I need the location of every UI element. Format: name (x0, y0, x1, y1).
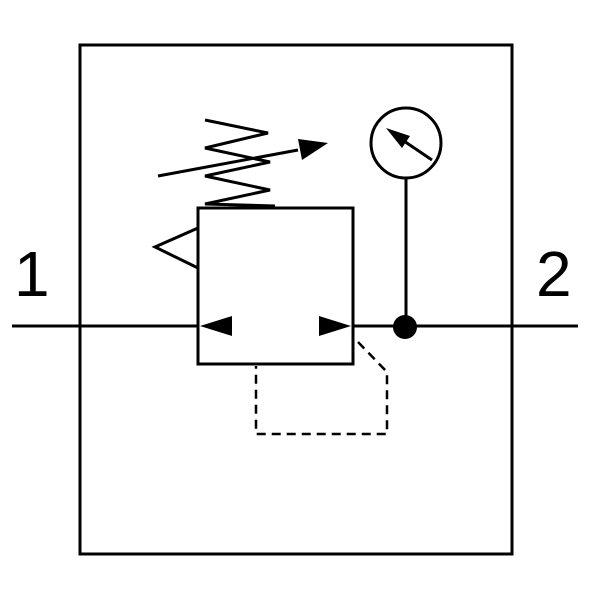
pressure-gauge-icon (369, 106, 443, 326)
flow-arrows-icon (200, 316, 351, 336)
valve-body (196, 206, 355, 366)
connection-node (393, 315, 417, 339)
port-1-label: 1 (14, 238, 50, 310)
pilot-dashed-line (254, 341, 389, 436)
component-frame (78, 43, 514, 556)
pilot-triangle-icon (151, 226, 199, 270)
port-2-label: 2 (536, 238, 572, 310)
adjustable-spring-icon (157, 118, 328, 208)
